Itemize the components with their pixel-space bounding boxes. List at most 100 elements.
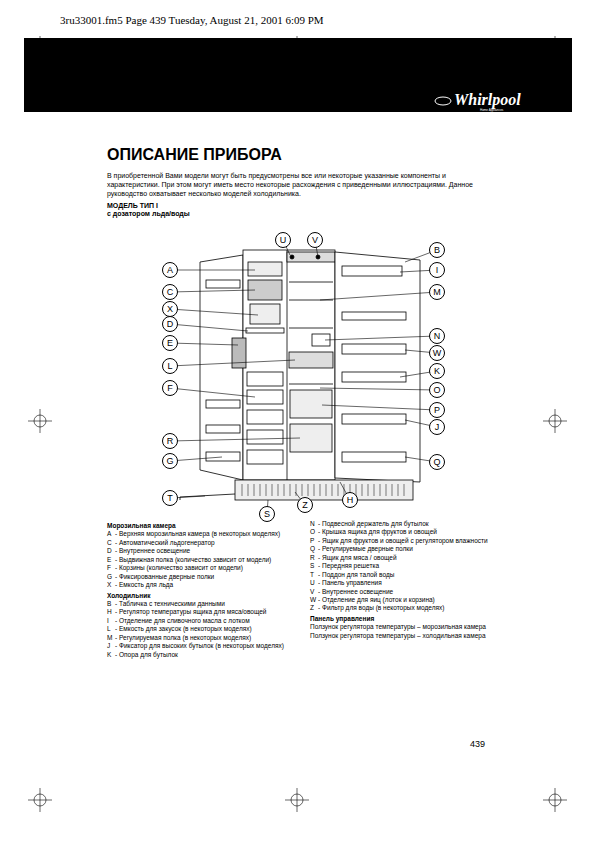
callout-circle: A [162, 262, 178, 278]
fridge-drawing [180, 250, 420, 500]
page-title: ОПИСАНИЕ ПРИБОРА [107, 146, 282, 164]
callout-circle: I [429, 262, 445, 278]
callout-circle: L [162, 358, 178, 374]
callout-letter: I [107, 617, 115, 625]
part-description: - Корзины (количество зависит от модели) [115, 564, 289, 572]
part-description: - Фиксатор для высоких бутылок (в некото… [115, 642, 289, 650]
section-heading: Холодильник [107, 592, 289, 600]
brand-logo: Whirlpool [454, 91, 521, 109]
list-item: W- Отделение для яиц (лоток и корзина) [310, 596, 492, 604]
page-number: 439 [470, 740, 485, 750]
callout-letter: X [167, 305, 173, 314]
callout-circle: Q [429, 454, 445, 470]
list-item: F- Корзины (количество зависит от модели… [107, 564, 289, 572]
callout-circle: H [342, 492, 358, 508]
part-description: - Подвесной держатель для бутылок [318, 520, 492, 528]
callout-circle: T [162, 490, 178, 506]
callout-letter: G [107, 573, 115, 581]
callout-letter: E [107, 556, 115, 564]
callout-letter: L [107, 625, 115, 633]
list-item: H- Регулятор температуры ящика для мяса/… [107, 608, 289, 616]
part-description: - Верхняя морозильная камера (в некоторы… [115, 530, 289, 538]
callout-letter: X [107, 581, 115, 589]
part-description: - Регулируемые дверные полки [318, 545, 492, 553]
callout-letter: H [347, 496, 354, 505]
callout-circle: C [162, 284, 178, 300]
parts-list: N- Подвесной держатель для бутылокO- Кры… [310, 520, 492, 640]
model-label: МОДЕЛЬ ТИП I [107, 202, 158, 210]
callout-letter: A [167, 266, 173, 275]
part-description: - Ящик для фруктов и овощей с регуляторо… [318, 537, 492, 545]
list-text: Ползунок регулятора температуры – холоди… [310, 632, 492, 640]
callout-letter: S [310, 562, 318, 570]
list-item: S- Передняя решетка [310, 562, 492, 570]
callout-letter: M [433, 288, 441, 297]
callout-letter: O [310, 528, 318, 536]
callout-letter: A [107, 530, 115, 538]
intro-text: В приобретенной Вами модели могут быть п… [107, 172, 492, 198]
leader-lines [170, 240, 437, 514]
callout-circle: R [162, 433, 178, 449]
part-description: - Передняя решетка [318, 562, 492, 570]
callout-letter: U [280, 236, 287, 245]
callout-letter: T [310, 571, 318, 579]
list-item: L- Емкость для закусок (в некоторых моде… [107, 625, 289, 633]
callout-letter: O [433, 386, 440, 395]
callout-circle: N [429, 328, 445, 344]
callout-letter: T [167, 494, 173, 503]
list-item: R- Ящик для мяса / овощей [310, 554, 492, 562]
callout-letter: F [107, 564, 115, 572]
callout-letter: E [167, 339, 173, 348]
callout-circle: E [162, 335, 178, 351]
callout-letter: V [310, 588, 318, 596]
callout-letter: N [310, 520, 318, 528]
part-description: - Панель управления [318, 579, 492, 587]
callout-letter: W [433, 349, 442, 358]
callout-letter: Z [302, 501, 308, 510]
part-description: - Опора для бутылок [115, 651, 289, 659]
callout-letter: R [167, 437, 174, 446]
list-item: N- Подвесной держатель для бутылок [310, 520, 492, 528]
list-item: X- Емкость для льда [107, 581, 289, 589]
callout-letter: M [107, 634, 115, 642]
list-item: I- Отделение для сливочного масла с лотк… [107, 617, 289, 625]
part-description: - Автоматический льдогенератор [115, 539, 289, 547]
callout-letter: Q [310, 545, 318, 553]
part-description: - Емкость для закусок (в некоторых модел… [115, 625, 289, 633]
brand-tagline: Home Appliances [480, 109, 503, 112]
list-text: Ползунок регулятора температуры – морози… [310, 623, 492, 631]
part-description: - Фиксированные дверные полки [115, 573, 289, 581]
callout-letter: K [434, 367, 440, 376]
file-info: 3ru33001.fm5 Page 439 Tuesday, August 21… [60, 14, 324, 26]
callout-letter: D [167, 320, 174, 329]
callout-circle: V [307, 232, 323, 248]
list-item: Z- Фильтр для воды (в некоторых моделях) [310, 604, 492, 612]
callout-circle: B [429, 242, 445, 258]
callout-letter: P [310, 537, 318, 545]
list-item: D- Внутреннее освещение [107, 547, 289, 555]
callout-letter: R [310, 554, 318, 562]
callout-letter: W [310, 596, 318, 604]
callout-letter: Q [433, 458, 440, 467]
callout-letter: P [434, 406, 440, 415]
callout-circle: W [429, 345, 445, 361]
section-heading: Панель управления [310, 615, 492, 623]
list-item: Q- Регулируемые дверные полки [310, 545, 492, 553]
callout-letter: L [167, 362, 172, 371]
callout-letter: B [107, 600, 115, 608]
part-description: - Выдвижная полка (количество зависит от… [115, 556, 289, 564]
callout-circle: D [162, 316, 178, 332]
list-item: J- Фиксатор для высоких бутылок (в некот… [107, 642, 289, 650]
part-description: - Регулятор температуры ящика для мяса/о… [115, 608, 289, 616]
list-item: K- Опора для бутылок [107, 651, 289, 659]
list-item: E- Выдвижная полка (количество зависит о… [107, 556, 289, 564]
callout-circle: X [162, 301, 178, 317]
callout-circle: P [429, 402, 445, 418]
callout-letter: B [434, 246, 440, 255]
callout-letter: H [107, 608, 115, 616]
part-description: - Ящик для мяса / овощей [318, 554, 492, 562]
callout-circle: U [275, 232, 291, 248]
callout-letter: Z [310, 604, 318, 612]
part-description: - Емкость для льда [115, 581, 289, 589]
